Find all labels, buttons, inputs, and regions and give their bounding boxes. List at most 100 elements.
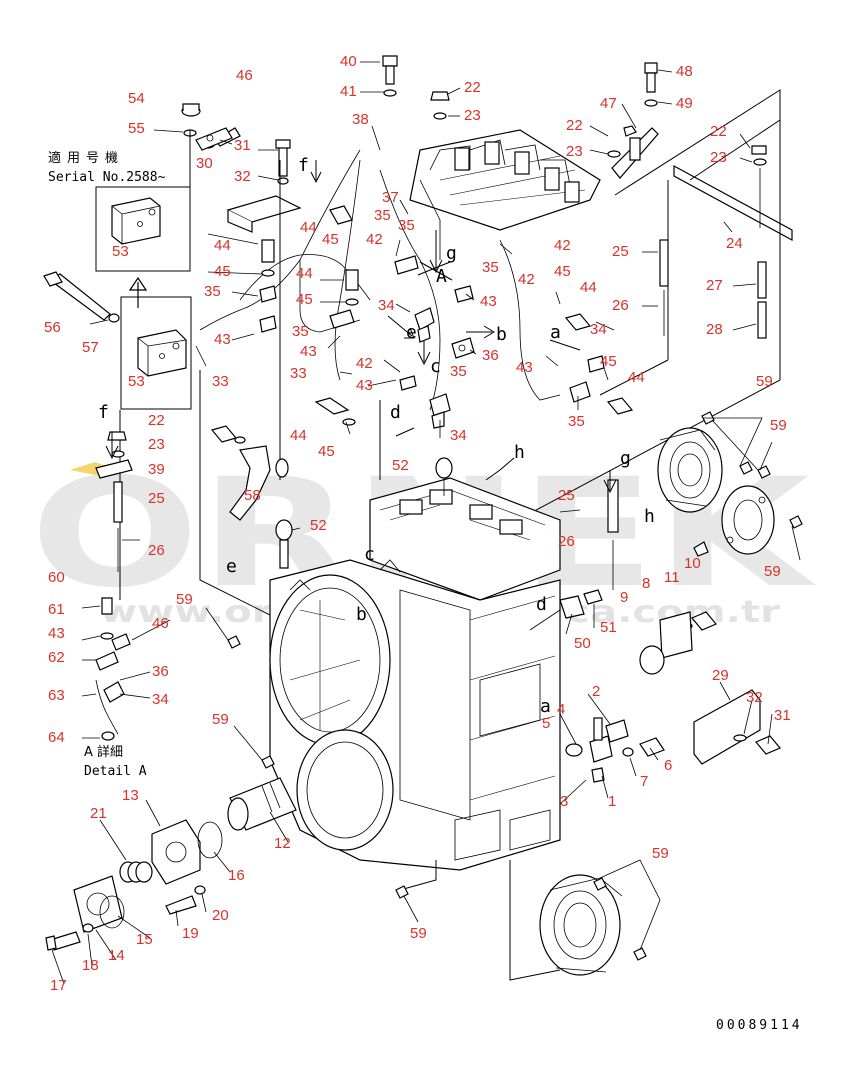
view-letter-e-left: e	[226, 556, 237, 577]
part-label: 35	[292, 323, 309, 340]
part-label: 35	[204, 283, 221, 300]
part-label: 39	[148, 461, 165, 478]
arrow-b-icon	[466, 325, 495, 339]
view-letter-g: g	[446, 243, 457, 264]
part-label: 1	[608, 793, 616, 810]
part-labels: 54 55 46 30 31 32 40 41 38 22 23 48 49 4…	[44, 53, 791, 994]
tube-58	[210, 425, 289, 521]
view-letter-h: h	[514, 442, 525, 463]
part-label: 36	[482, 347, 499, 364]
view-letter-c: c	[430, 356, 441, 377]
part-label: 26	[612, 297, 629, 314]
detail-note-jp: A 詳細	[84, 744, 123, 760]
part-label: 46	[152, 615, 169, 632]
part-label: 44	[296, 265, 313, 282]
part-label: 19	[182, 925, 199, 942]
stud-25-right	[659, 239, 669, 336]
part-label: 42	[366, 231, 383, 248]
part-label: 45	[322, 231, 339, 248]
sensor-36-upper	[451, 337, 475, 359]
arrow-f-left-icon	[105, 432, 119, 460]
up-arrow-icon	[128, 276, 148, 308]
long-bolt-56	[43, 271, 120, 323]
view-letter-e: e	[406, 322, 417, 343]
fitting-group	[565, 717, 665, 783]
part-label: 33	[290, 365, 307, 382]
part-label: 35	[450, 363, 467, 380]
part-label: 59	[212, 711, 229, 728]
part-label: 54	[128, 90, 145, 107]
cover-59-bottom	[539, 874, 623, 976]
bolts-44	[261, 205, 634, 426]
frame-line-left	[189, 130, 281, 621]
block-53	[137, 329, 187, 377]
stud-27-right	[757, 261, 767, 339]
part-label: 26	[148, 542, 165, 559]
part-label: 8	[642, 575, 650, 592]
part-label: 59	[410, 925, 427, 942]
part-label: 23	[710, 149, 727, 166]
part-label: 17	[50, 977, 67, 994]
cover-59-right	[721, 485, 775, 555]
part-label: 35	[398, 217, 415, 234]
bolt-heads-59	[227, 411, 803, 961]
part-label: 41	[340, 83, 357, 100]
nut-22-top	[430, 91, 450, 120]
part-label: 61	[48, 601, 65, 618]
leader-lines-housing	[379, 400, 561, 981]
part-label: 31	[234, 137, 251, 154]
part-label: 23	[464, 107, 481, 124]
plate-50	[559, 589, 603, 619]
part-label: 25	[612, 243, 629, 260]
part-label: 11	[664, 569, 680, 586]
part-label: 59	[756, 373, 773, 390]
view-letter-b: b	[496, 324, 507, 345]
part-label: 44	[214, 237, 231, 254]
arrow-A-icon	[417, 261, 453, 281]
part-label: 23	[148, 436, 165, 453]
part-label: 43	[516, 359, 533, 376]
part-label: 56	[44, 319, 61, 336]
part-label: 35	[568, 413, 585, 430]
part-label: 45	[214, 263, 231, 280]
part-label: 22	[710, 123, 727, 140]
view-letter-c-lower: c	[364, 544, 375, 565]
part-label: 49	[676, 95, 693, 112]
part-label: 16	[228, 867, 245, 884]
part-label: 47	[600, 95, 617, 112]
arrow-g-right-icon	[603, 470, 617, 494]
part-label: 45	[600, 353, 617, 370]
view-letter-a-lower: a	[540, 696, 551, 717]
bracket-47	[607, 125, 659, 179]
view-letter-d-right: d	[536, 594, 547, 615]
connector-30	[195, 127, 233, 151]
serial-note: 適用号機 Serial No.2588~	[48, 150, 166, 185]
part-label: 2	[592, 683, 600, 700]
part-label: 15	[136, 931, 153, 948]
frame-line-right	[479, 89, 781, 541]
detail-note: A 詳細 Detail A	[84, 744, 147, 779]
part-label: 53	[112, 243, 129, 260]
part-label: 63	[48, 687, 65, 704]
flange-13	[151, 819, 223, 885]
part-label: 21	[90, 805, 107, 822]
part-label: 45	[554, 263, 571, 280]
arrow-a-icon	[549, 339, 581, 351]
part-label: 42	[356, 355, 373, 372]
arrow-c-icon	[417, 340, 431, 366]
part-label: 34	[378, 297, 395, 314]
part-label: 22	[148, 412, 165, 429]
part-label: 34	[152, 691, 169, 708]
part-label: 46	[236, 67, 253, 84]
valve-bank	[409, 129, 601, 231]
plate-15	[73, 875, 125, 933]
arrow-h-icon	[485, 457, 515, 481]
part-label: 14	[108, 947, 125, 964]
part-label: 43	[300, 343, 317, 360]
pipe-46	[198, 107, 422, 181]
part-label: 7	[640, 773, 648, 790]
sensor-34-mid	[429, 393, 451, 429]
serial-note-en: Serial No.2588~	[48, 170, 166, 185]
part-label: 59	[770, 417, 787, 434]
clamp-group	[259, 255, 605, 403]
